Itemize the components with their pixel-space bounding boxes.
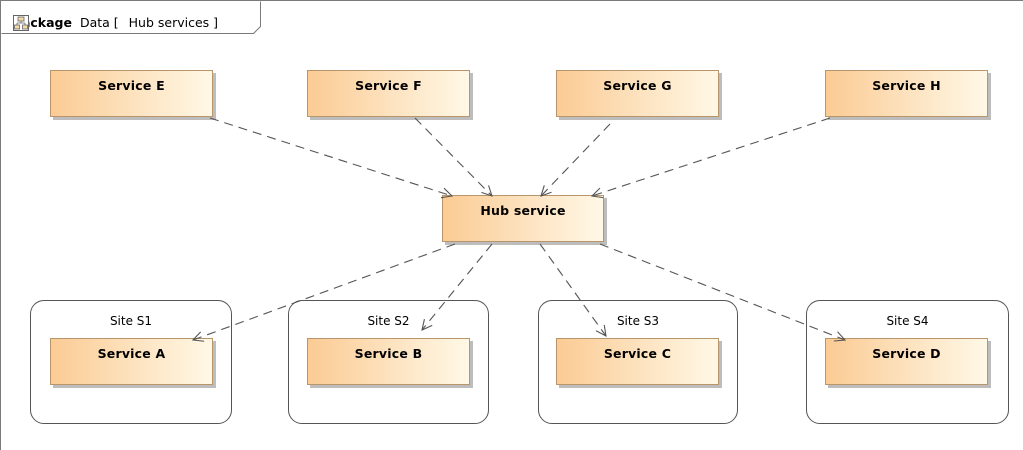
edge-hub-to-c[interactable] (539, 243, 606, 336)
block-label: Service H (872, 78, 941, 93)
block-label: Service C (603, 346, 672, 361)
block-label: Service E (98, 78, 165, 93)
hub-service-block[interactable]: Hub service (442, 195, 604, 242)
service-e-block[interactable]: Service E (50, 70, 213, 117)
edge-f-to-hub[interactable] (414, 117, 492, 196)
edge-e-to-hub[interactable] (209, 117, 452, 196)
block-label: Hub service (480, 203, 566, 218)
close-bracket: ] (213, 15, 219, 30)
block-label: Service A (97, 346, 166, 361)
service-g-block[interactable]: Service G (556, 70, 719, 117)
block-label: Service F (355, 78, 422, 93)
site-label: Site S3 (616, 314, 660, 328)
site-label: Site S4 (886, 314, 929, 328)
edge-hub-to-d[interactable] (599, 243, 845, 340)
edge-hub-to-a[interactable] (193, 243, 456, 340)
service-b-block[interactable]: Service B (307, 338, 470, 385)
open-bracket: [ (113, 15, 119, 30)
package-name: Data (79, 15, 110, 30)
diagram-name: Hub services (128, 15, 210, 30)
package-header: package Data [ Hub services ] (13, 15, 218, 31)
edge-h-to-hub[interactable] (592, 117, 831, 196)
service-a-block[interactable]: Service A (50, 338, 213, 385)
service-c-block[interactable]: Service C (556, 338, 719, 385)
service-d-block[interactable]: Service D (825, 338, 988, 385)
block-label: Service G (603, 78, 672, 93)
block-label: Service D (872, 346, 941, 361)
site-label: Site S2 (367, 314, 410, 328)
edge-hub-to-b[interactable] (422, 243, 493, 330)
package-tab-outline (1, 1, 261, 34)
site-label: Site S1 (109, 314, 153, 328)
package-tab: package Data [ Hub services ] (1, 1, 261, 34)
block-label: Service B (354, 346, 423, 361)
edge-g-to-hub[interactable] (541, 123, 611, 196)
service-h-block[interactable]: Service H (825, 70, 988, 117)
service-f-block[interactable]: Service F (307, 70, 470, 117)
